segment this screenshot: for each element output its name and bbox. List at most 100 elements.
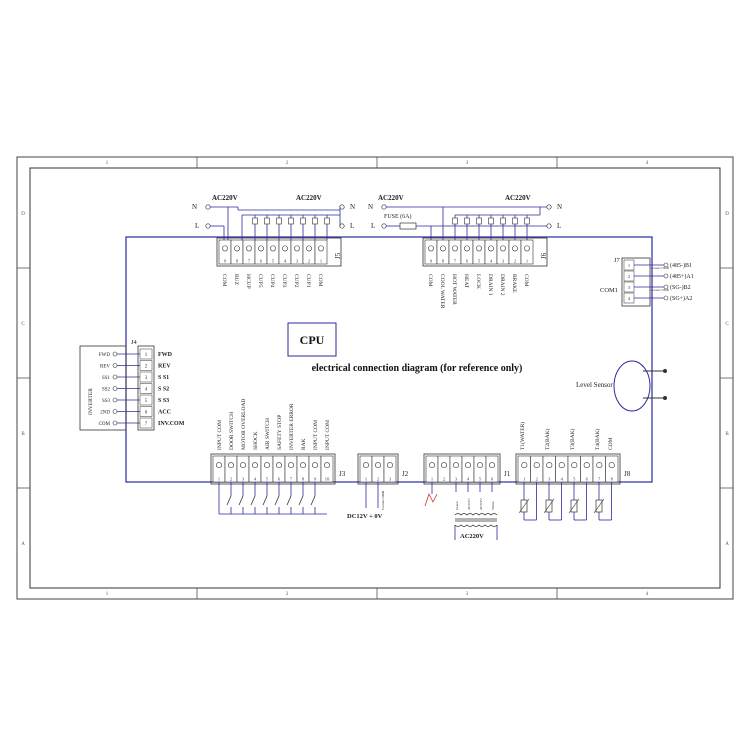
j6-pin-pin-number: 2 xyxy=(514,259,516,264)
j2-label: J2 xyxy=(402,470,409,478)
j6-pin-screw xyxy=(452,245,458,252)
j2-pin-screw xyxy=(363,462,369,469)
j7-node xyxy=(663,262,669,268)
col-label-bottom: 4 xyxy=(646,592,649,597)
feed-fuse xyxy=(476,217,482,225)
j8-pin-screw xyxy=(608,462,615,469)
j1-pin-screw xyxy=(465,462,471,469)
j6-pin-pin-number: 7 xyxy=(454,259,457,264)
col-label-top: 1 xyxy=(106,161,109,166)
j1-pin-pin-number: 5 xyxy=(479,477,482,482)
j5-pin-terminal xyxy=(314,239,328,265)
sensor-probe-tip xyxy=(663,369,667,373)
j7-signal-label: (485-)B1 xyxy=(670,262,692,269)
j8-pin-pin-number: 2 xyxy=(536,477,538,482)
j2-sub-label: Connect HMI xyxy=(381,490,385,510)
j5-pin-screw xyxy=(270,245,276,252)
j6-pin-pin-number: 6 xyxy=(466,259,469,264)
j2-pin-terminal xyxy=(383,455,397,483)
j3-signal-label: INPUT COM xyxy=(217,420,223,450)
j3-signal-label: MOTOR OVERLOAD xyxy=(241,399,247,450)
j3-pin-pin-number: 1 xyxy=(218,477,220,482)
j3-signal-label: RAK xyxy=(301,438,307,450)
j4-terminal xyxy=(139,371,153,383)
j5-pin-pin-number: 5 xyxy=(272,259,275,264)
inverter-node xyxy=(112,374,118,380)
feed-fuse xyxy=(488,217,494,225)
j6-pin-screw xyxy=(524,245,530,252)
j3-pin-pin-number: 2 xyxy=(230,477,232,482)
j8-housing xyxy=(515,453,621,485)
j3-pin-pin-number: 10 xyxy=(325,477,330,482)
feed-fuse xyxy=(276,217,282,225)
j8-signal-label: T1(WATER) xyxy=(519,422,526,450)
j4-pin-number: 4 xyxy=(145,388,148,393)
feed-fuse xyxy=(464,217,470,225)
j5-signal-label: COM xyxy=(221,274,227,287)
j6-pin-pin-number: 1 xyxy=(526,259,528,264)
j5-pin-pin-number: 6 xyxy=(260,259,263,264)
j2-pin-pin-number: 1 xyxy=(365,477,367,482)
j8-label: J8 xyxy=(624,470,631,478)
level-sensor-label: Level Sensor xyxy=(576,381,613,389)
j3-pin-screw xyxy=(240,462,246,469)
j2-pin-pin-number: 2 xyxy=(377,477,379,482)
j3-signal-label: AIR SWITCH xyxy=(265,418,271,450)
feed-fuse xyxy=(324,217,330,225)
j6-signal-label: HOT WATER xyxy=(451,274,457,305)
inverter-node xyxy=(112,386,118,391)
j3-pin-pin-number: 4 xyxy=(254,477,257,482)
j6-signal-label: COM xyxy=(523,274,529,287)
j5-signal-label: COM xyxy=(317,274,323,287)
inverter-node xyxy=(112,420,118,426)
j3-pin-screw xyxy=(288,462,294,469)
j6-pin-screw xyxy=(500,245,506,252)
j8-pin-screw xyxy=(521,462,528,469)
feed-fuse xyxy=(312,217,318,225)
j1-ac-label: AC220V xyxy=(460,533,484,540)
row-label-left: B xyxy=(21,432,25,437)
j6-pin-pin-number: 9 xyxy=(430,259,433,264)
thermistor-slash xyxy=(593,498,605,514)
j4-pin-number: 7 xyxy=(145,422,148,427)
frame-labels: 1 2 3 4 1 2 3 4 D C B A D C B A xyxy=(21,161,729,597)
j6-pin-screw xyxy=(464,245,470,252)
j7-pin-number: 3 xyxy=(628,285,631,290)
j1-pin-pin-number: 1 xyxy=(431,477,433,482)
j5-pin-screw xyxy=(318,245,324,252)
j7-sub-label: Connect HMI xyxy=(650,266,670,270)
power-l-right-node xyxy=(339,223,345,229)
j3-pin-screw xyxy=(276,462,282,469)
j4-signal-label: INV.COM xyxy=(158,421,185,427)
j8-pin-screw xyxy=(571,462,578,469)
j4-terminal xyxy=(139,383,153,394)
j4-terminal xyxy=(139,417,153,429)
row-label-right: D xyxy=(725,212,729,217)
j3-pin-screw xyxy=(252,462,258,469)
fuse-label: FUSE (6A) xyxy=(384,213,412,220)
j3-pin-pin-number: 7 xyxy=(290,477,293,482)
j5-pin-screw xyxy=(234,245,240,252)
j5-pin-pin-number: 3 xyxy=(296,259,299,264)
j6-label: J6 xyxy=(540,252,548,259)
j8-signal-label: T4(BAK) xyxy=(594,428,601,450)
j6-pin-pin-number: 8 xyxy=(442,259,445,264)
j2-pin-pin-number: 3 xyxy=(389,477,392,482)
j3-pin-terminal xyxy=(320,455,334,483)
j5-signal-label: BUZ xyxy=(233,274,239,286)
inverter-label: INVERTER xyxy=(88,388,94,415)
j5-pin-screw xyxy=(294,245,300,252)
j1-wire-label: AC9.5V xyxy=(479,498,483,510)
j4-signal-label: S S3 xyxy=(158,398,169,404)
cpu-box xyxy=(287,322,337,357)
j3-pin-screw xyxy=(264,462,270,469)
j1-pin-pin-number: 3 xyxy=(455,477,458,482)
j5-housing xyxy=(216,237,342,267)
j4-signal-label: FWD xyxy=(158,352,173,358)
j1-wire-label: White xyxy=(491,501,495,510)
power-l-label: L xyxy=(371,222,375,230)
